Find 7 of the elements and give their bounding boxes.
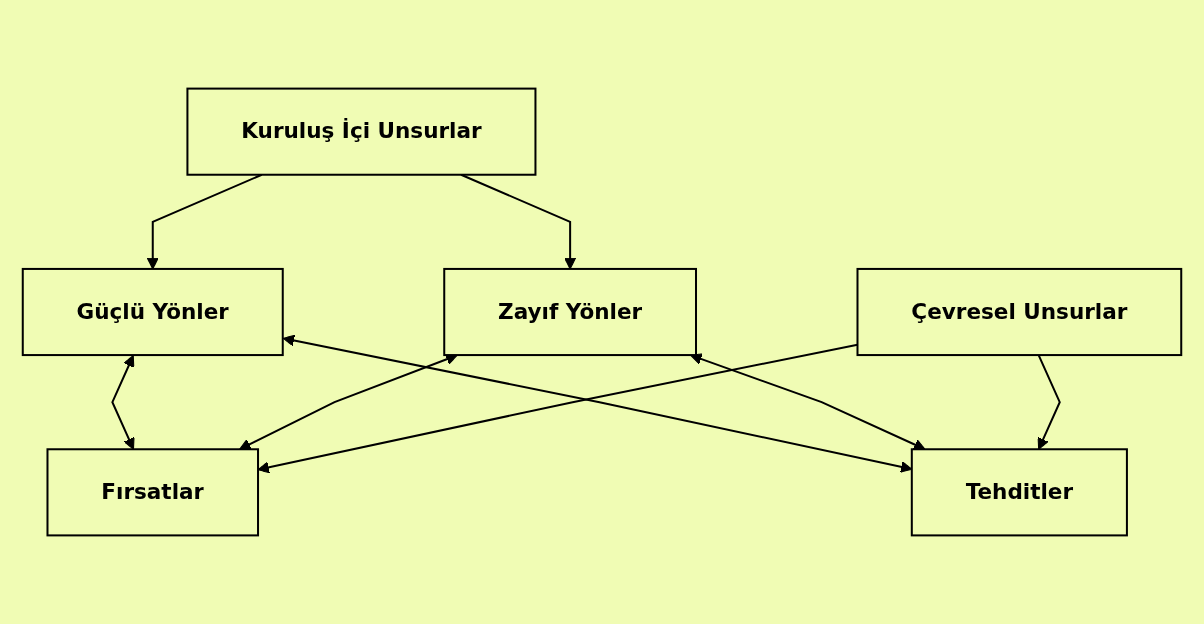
arrow (111, 355, 135, 450)
node-box: Çevresel Unsurlar (856, 267, 1183, 357)
node-box: Güçlü Yönler (21, 267, 284, 357)
node-box: Kuruluş İçi Unsurlar (186, 87, 537, 176)
node-box: Tehditler (910, 448, 1128, 537)
node-box: Fırsatlar (46, 448, 260, 537)
node-box: Zayıf Yönler (443, 267, 697, 357)
